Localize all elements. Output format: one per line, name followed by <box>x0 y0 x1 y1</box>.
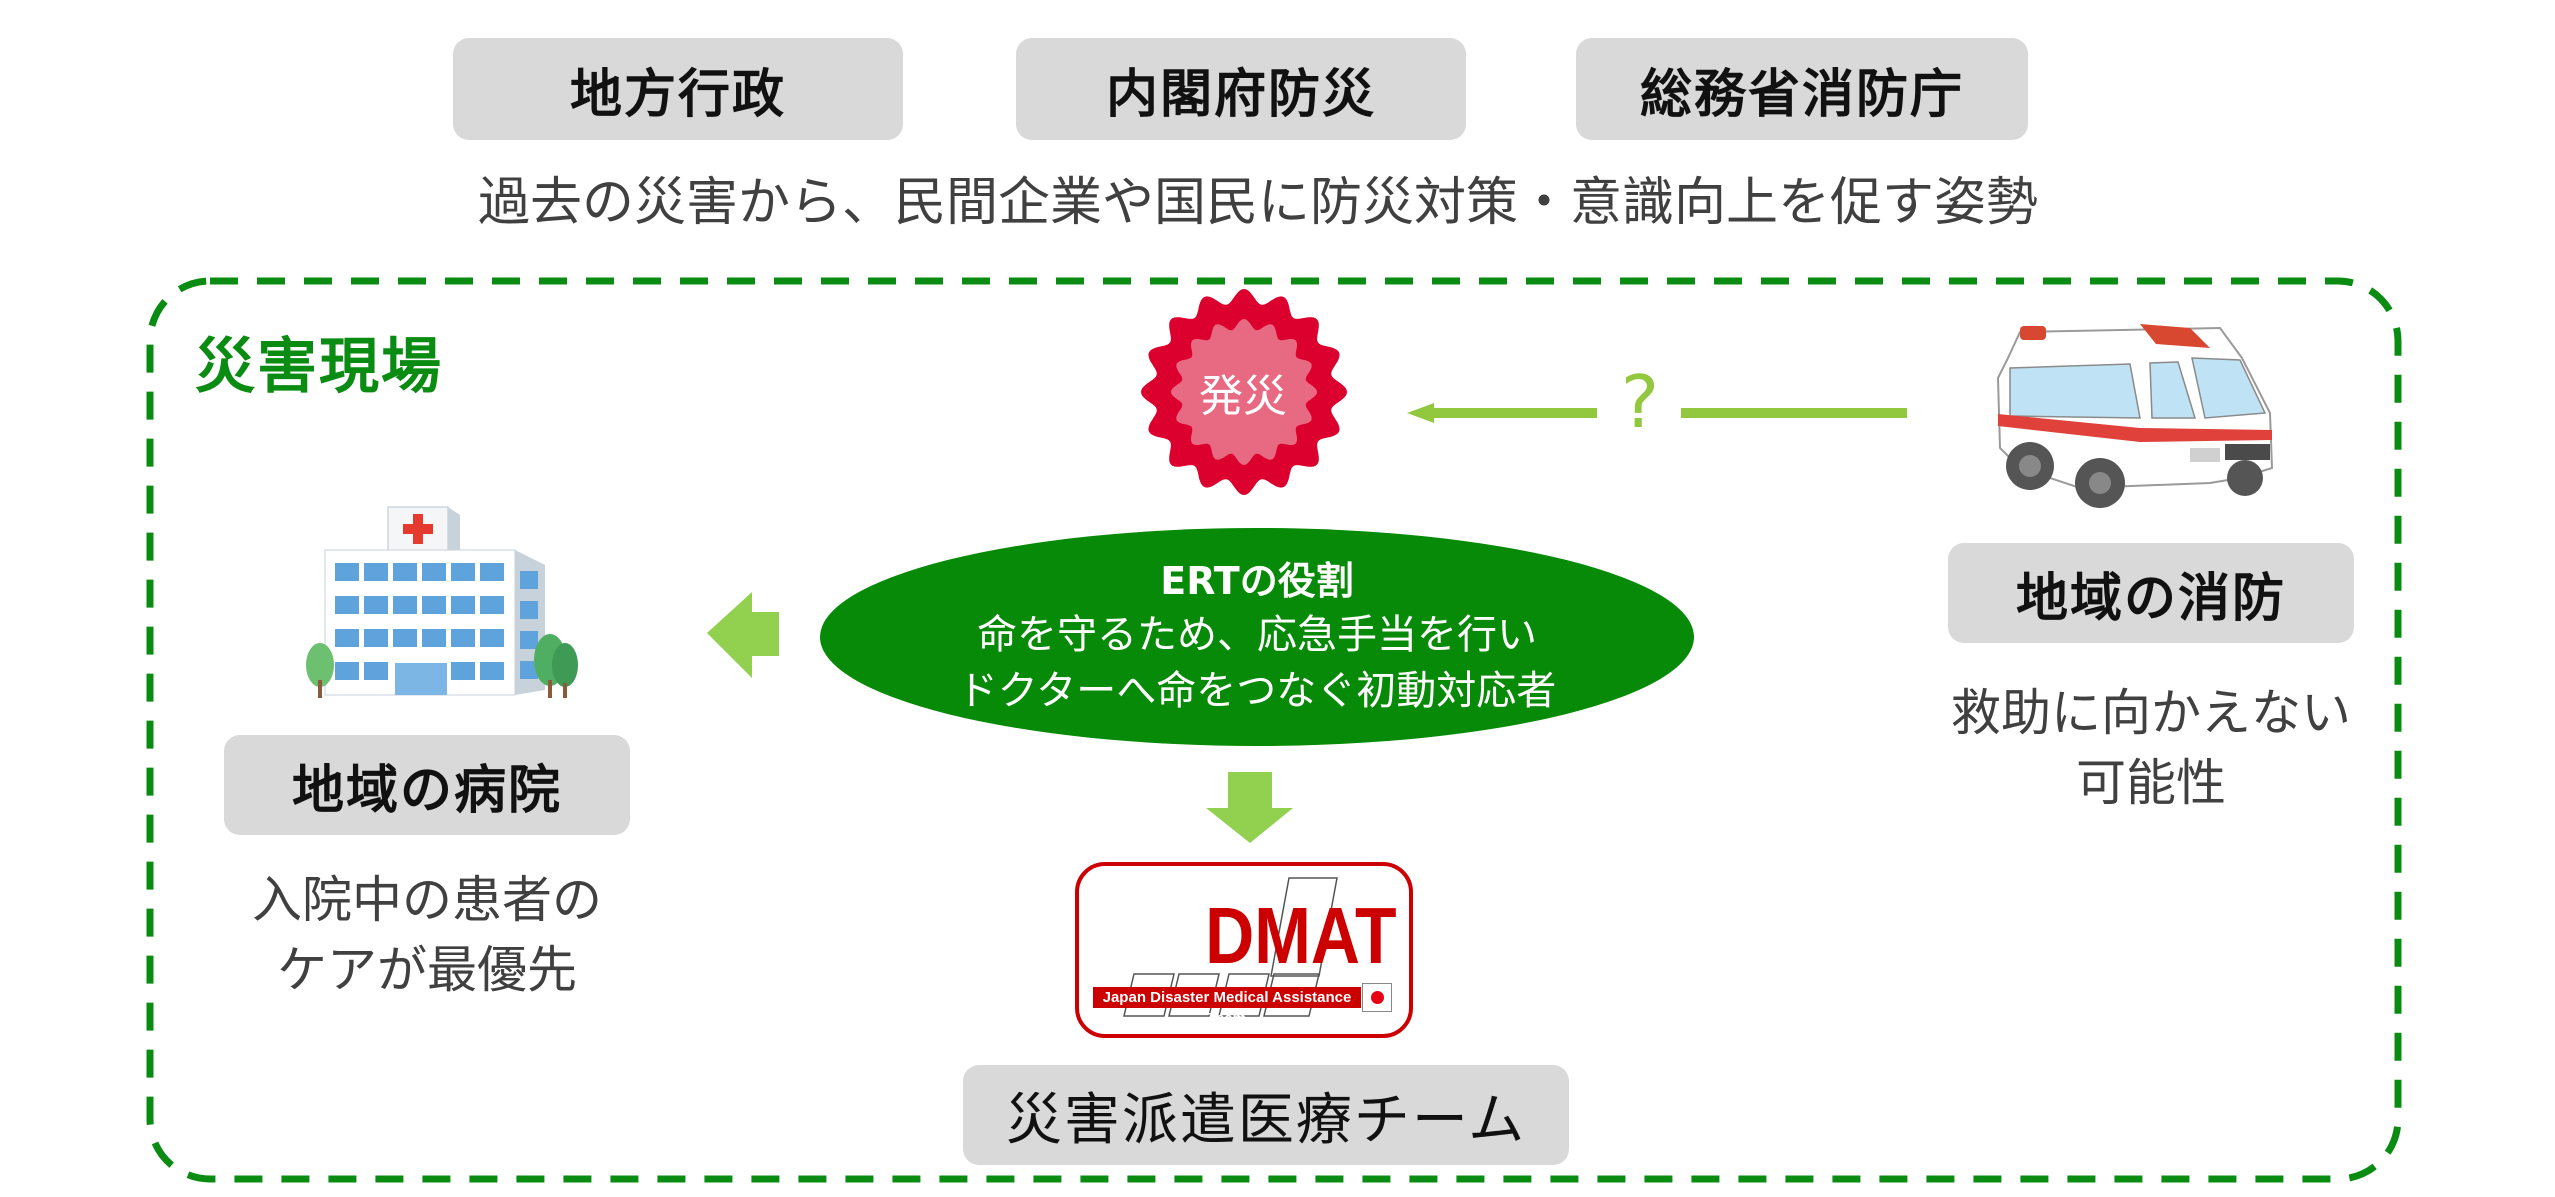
question-mark: ? <box>1620 360 1660 444</box>
hospital-icon <box>306 506 578 698</box>
arrow-down-icon <box>1206 772 1293 843</box>
fire-dept-label: 地域の消防 <box>2015 568 2286 629</box>
hospital-note-line2: ケアが最優先 <box>277 941 577 999</box>
fire-dept-label-box: 地域の消防 <box>1948 543 2354 643</box>
ert-line1: 命を守るため、応急手当を行い <box>977 612 1537 658</box>
hospital-label: 地域の病院 <box>291 760 562 821</box>
agency-cabinet-office: 内閣府防災 <box>1016 38 1466 140</box>
ert-role-ellipse: ERTの役割 命を守るため、応急手当を行い ドクターへ命をつなぐ初動対応者 <box>820 528 1694 746</box>
arrow-right-segment <box>1681 408 1907 418</box>
dmat-label: 災害派遣医療チーム <box>1005 1087 1527 1153</box>
hospital-note-line1: 入院中の患者の <box>252 871 602 929</box>
dmat-logo: DMAT Japan Disaster Medical Assistance T… <box>1075 862 1413 1038</box>
japan-flag-icon <box>1362 983 1392 1012</box>
ambulance-icon <box>1996 324 2274 508</box>
uncertain-arrow <box>1407 403 1907 423</box>
agency-label: 内閣府防災 <box>1105 64 1376 125</box>
agency-local-government: 地方行政 <box>453 38 903 140</box>
ert-line2: ドクターへ命をつなぐ初動対応者 <box>957 668 1557 714</box>
hospital-label-box: 地域の病院 <box>224 735 630 835</box>
scene-title: 災害現場 <box>195 332 443 402</box>
ert-title: ERTの役割 <box>1160 559 1354 603</box>
disaster-badge-label: 発災 <box>1199 371 1287 422</box>
dmat-logo-subtitle: Japan Disaster Medical Assistance Team <box>1093 987 1361 1027</box>
hospital-note: 入院中の患者の ケアが最優先 <box>180 865 674 1005</box>
dmat-logo-text: DMAT <box>1205 891 1397 980</box>
top-caption: 過去の災害から、民間企業や国民に防災対策・意識向上を促す姿勢 <box>477 173 2038 233</box>
arrow-left-segment <box>1407 403 1597 423</box>
burst-inner <box>1171 319 1317 465</box>
arrow-left-icon <box>707 592 779 678</box>
agency-fire-agency: 総務省消防庁 <box>1576 38 2028 140</box>
fire-dept-note: 救助に向かえない 可能性 <box>1900 678 2402 818</box>
agency-label: 総務省消防庁 <box>1639 64 1964 125</box>
dmat-label-box: 災害派遣医療チーム <box>963 1065 1569 1165</box>
fire-dept-note-line1: 救助に向かえない <box>1951 684 2351 742</box>
disaster-burst-icon <box>1141 289 1347 495</box>
fire-dept-note-line2: 可能性 <box>2076 754 2226 812</box>
agency-label: 地方行政 <box>569 64 786 125</box>
